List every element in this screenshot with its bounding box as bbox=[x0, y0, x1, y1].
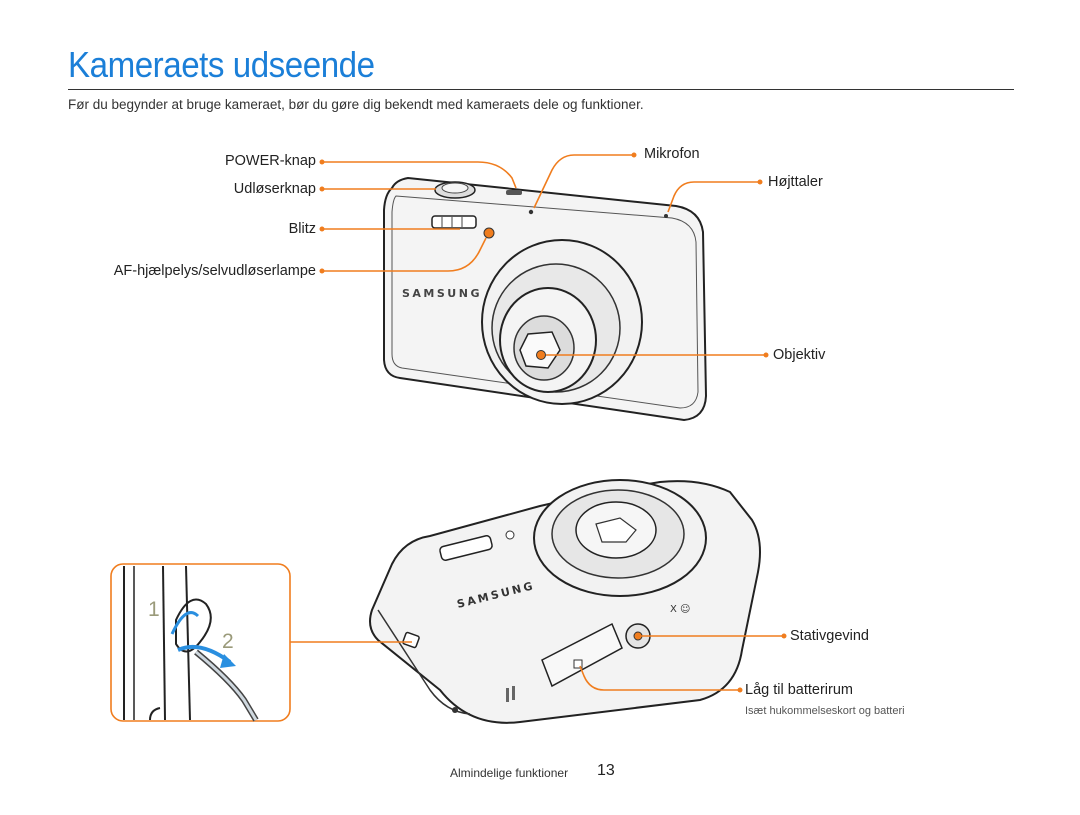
microphone-hole bbox=[528, 209, 534, 215]
label-microphone: Mikrofon bbox=[644, 146, 700, 162]
title-divider bbox=[68, 89, 1014, 90]
label-af-lamp: AF-hjælpelys/selvudløserlampe bbox=[113, 263, 316, 279]
footer-section: Almindelige funktioner bbox=[450, 766, 569, 780]
strap-step-1: 1 bbox=[148, 598, 160, 621]
label-speaker: Højttaler bbox=[768, 174, 823, 190]
speaker-hole bbox=[664, 214, 668, 218]
flash-window bbox=[431, 215, 477, 229]
label-battery-note: Isæt hukommelseskort og batteri bbox=[745, 705, 905, 717]
svg-text:X ☺: X ☺ bbox=[670, 604, 690, 615]
page-title: Kameraets udseende bbox=[68, 44, 375, 85]
label-tripod: Stativgevind bbox=[790, 628, 869, 644]
label-flash: Blitz bbox=[288, 221, 316, 237]
label-battery-cover: Låg til batterirum bbox=[745, 682, 853, 698]
label-power-button: POWER-knap bbox=[224, 153, 316, 169]
lens-aperture bbox=[519, 331, 561, 369]
page-number: 13 bbox=[597, 762, 615, 779]
label-shutter-button: Udløserknap bbox=[233, 181, 316, 197]
af-lamp bbox=[483, 227, 495, 239]
front-brand-logo: SAMSUNG bbox=[402, 287, 482, 300]
lens-center bbox=[536, 350, 546, 360]
label-lens: Objektiv bbox=[773, 347, 826, 363]
intro-text: Før du begynder at bruge kameraet, bør d… bbox=[68, 97, 644, 112]
strap-inset-drawing bbox=[123, 565, 259, 722]
strap-step-2: 2 bbox=[222, 630, 234, 653]
battery-cover bbox=[541, 622, 623, 688]
power-button bbox=[506, 190, 522, 195]
